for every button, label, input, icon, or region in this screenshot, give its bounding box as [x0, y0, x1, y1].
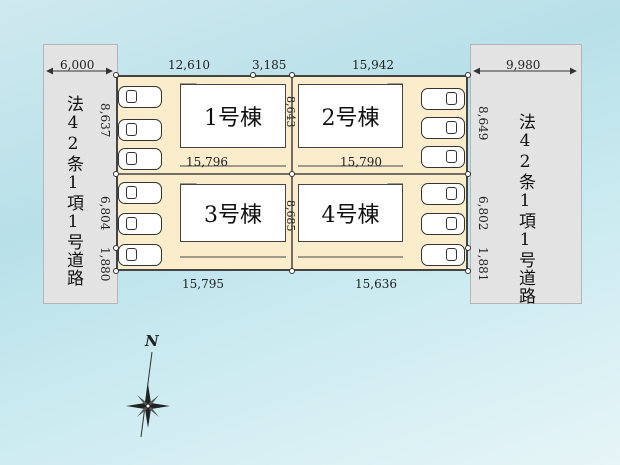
parking-car [118, 119, 162, 141]
parking-car [118, 182, 162, 204]
boundary-marker [289, 171, 295, 177]
east-road-width: 9,980 [506, 58, 541, 72]
boundary-marker [465, 171, 471, 177]
dim-bottom-left: 15,795 [182, 277, 224, 291]
building-2: 2号棟 [298, 84, 403, 148]
dim-mid-right: 15,790 [340, 155, 382, 169]
east-road [470, 44, 582, 304]
dim-east-upper: 8,649 [476, 106, 490, 141]
building-4-label: 4号棟 [321, 203, 380, 228]
parking-car [118, 213, 162, 235]
parking-car [421, 146, 465, 168]
west-road [43, 44, 118, 304]
boundary-marker [289, 72, 295, 78]
dim-center-upper: 8,643 [284, 96, 297, 128]
dim-west-bottom: 1,880 [98, 247, 112, 282]
boundary-marker [465, 245, 471, 251]
boundary-marker [113, 72, 119, 78]
dim-east-lower: 6,802 [476, 196, 490, 231]
boundary-marker [113, 245, 119, 251]
building-3: 3号棟 [180, 184, 286, 242]
building-4: 4号棟 [298, 184, 403, 242]
parking-car [421, 213, 465, 235]
dim-mid-left: 15,796 [186, 155, 228, 169]
east-road-label: 法42条1項1号道路 [515, 113, 535, 305]
dim-top-mid: 3,185 [252, 58, 287, 72]
dim-west-lower: 6,804 [98, 196, 112, 231]
building-2-label: 2号棟 [321, 106, 380, 131]
parking-car [421, 244, 465, 266]
north-label: N [145, 332, 159, 350]
west-road-width: 6,000 [60, 58, 95, 72]
boundary-marker [289, 268, 295, 274]
parking-car [118, 148, 162, 170]
boundary-marker [113, 171, 119, 177]
dim-bottom-right: 15,636 [355, 277, 397, 291]
building-3-label: 3号棟 [204, 203, 262, 228]
compass-rose-icon [126, 384, 170, 428]
parking-car [118, 86, 162, 108]
parking-car [421, 117, 465, 139]
parking-car [421, 183, 465, 205]
dim-west-upper: 8,637 [98, 103, 112, 138]
dim-top-right: 15,942 [352, 58, 394, 72]
boundary-marker [465, 268, 471, 274]
dim-center-lower: 8,685 [284, 200, 297, 232]
building-1: 1号棟 [180, 84, 286, 148]
west-road-label: 法42条1項1号道路 [63, 95, 83, 287]
building-1-label: 1号棟 [204, 106, 262, 131]
parking-car [118, 244, 162, 266]
boundary-marker [465, 72, 471, 78]
dim-top-left: 12,610 [168, 58, 210, 72]
dim-east-bottom: 1,881 [476, 247, 490, 282]
boundary-marker [250, 72, 256, 78]
boundary-marker [113, 268, 119, 274]
parking-car [421, 88, 465, 110]
